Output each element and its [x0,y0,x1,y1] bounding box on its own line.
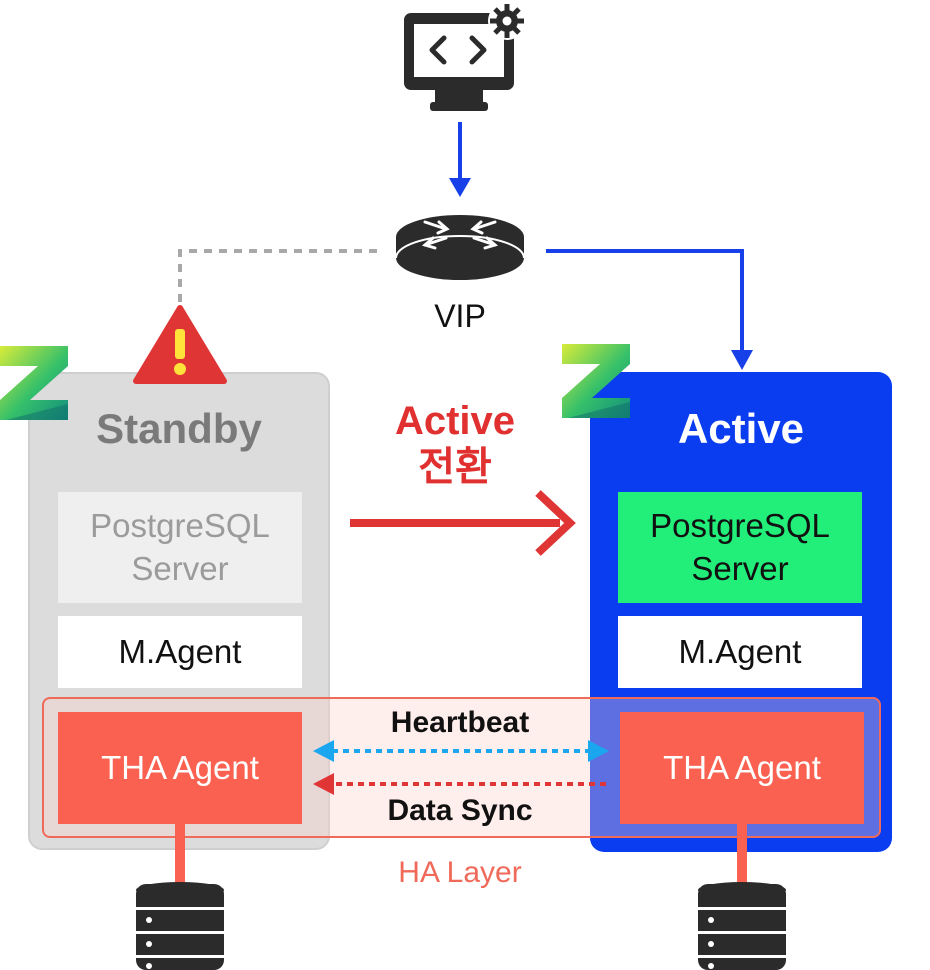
database-icon [136,882,224,970]
standby-postgresql-server: PostgreSQL Server [58,492,302,603]
active-switch-line1: Active [394,399,516,443]
vip-label: VIP [434,298,486,334]
active-postgresql-line2: Server [691,549,789,587]
standby-db-connector [175,824,185,886]
monitor-code-settings-icon [404,2,526,111]
active-switch-line2: 전환 [418,445,492,489]
heartbeat-arrow [313,740,609,762]
active-switch-label: Active 전환 [355,398,555,490]
active-postgresql-server: PostgreSQL Server [618,492,862,603]
heartbeat-label: Heartbeat [390,706,530,739]
vip-to-active-arrow [546,249,753,370]
standby-postgresql-line1: PostgreSQL [90,506,270,544]
client-to-vip-arrow [449,122,471,197]
z-logo-icon [562,344,630,418]
vip-to-standby-dashed-line [178,249,377,302]
standby-postgresql-line2: Server [131,549,229,587]
active-db-connector [737,824,747,886]
z-logo-icon [0,346,68,420]
failover-switch-arrow [350,490,576,556]
standby-m-agent: M.Agent [58,616,302,688]
active-postgresql-line1: PostgreSQL [650,506,830,544]
router-icon [395,215,525,281]
active-m-agent: M.Agent [618,616,862,688]
active-tha-agent: THA Agent [620,712,864,824]
database-icon [698,882,786,970]
active-title: Active [677,405,805,452]
data-sync-label: Data Sync [387,794,533,827]
ha-layer-label: HA Layer [398,856,522,889]
data-sync-arrow [313,773,606,795]
warning-triangle-icon [133,305,227,384]
standby-title: Standby [96,405,262,452]
standby-tha-agent: THA Agent [58,712,302,824]
